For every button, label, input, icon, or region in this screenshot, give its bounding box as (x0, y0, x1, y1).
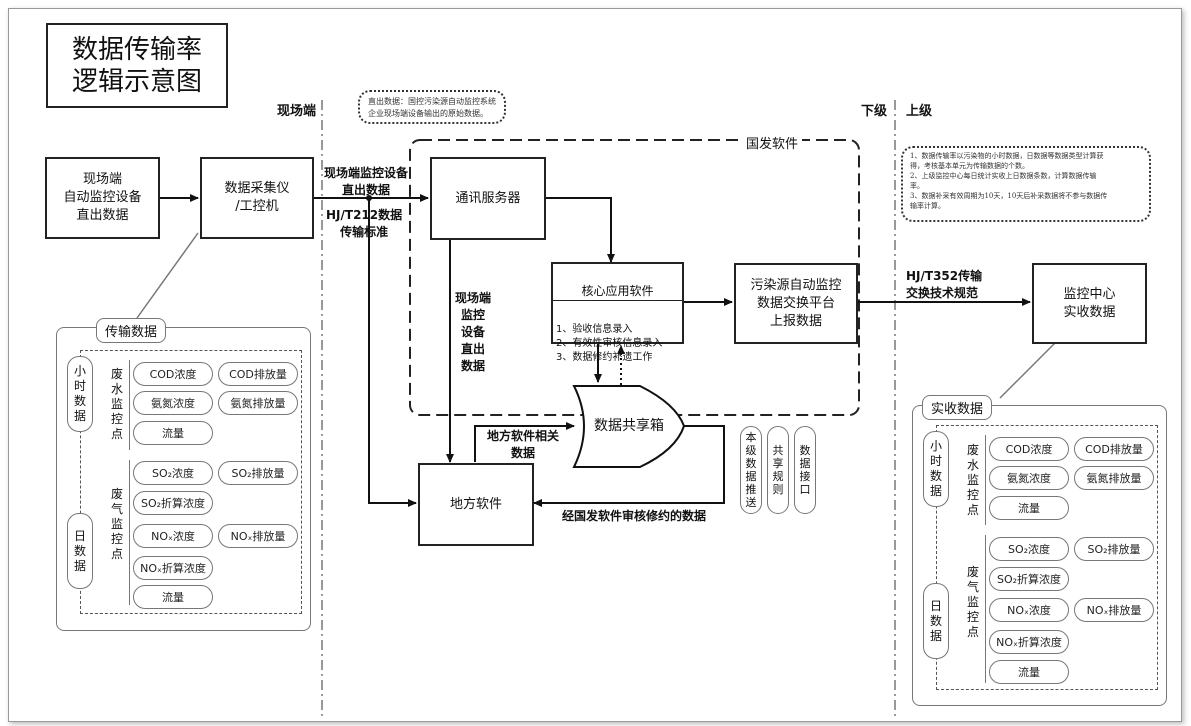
transfer-cod-conc: COD浓度 (133, 362, 213, 386)
share-tag-push: 本 级 数 据 推 送 (740, 426, 762, 514)
edge-center-received (999, 339, 1059, 399)
share-box-shape (572, 385, 686, 468)
zone-site-label: 现场端 (277, 104, 317, 119)
transfer-so2-calc-conc: SO₂折算浓度 (133, 491, 213, 515)
transfer-cod-emission: COD排放量 (218, 362, 298, 386)
transfer-gas-group: 废 气 监 控 点 (110, 487, 123, 561)
edge-junction-local (368, 198, 417, 507)
direct-data-note: 直出数据：国控污染源自动监控系统 企业现场端设备输出的原始数据。 (358, 90, 506, 124)
received-panel (912, 405, 1167, 706)
transfer-nox-conc: NOₓ浓度 (133, 524, 213, 548)
received-gas-group: 废 气 监 控 点 (966, 565, 979, 639)
transfer-so2-emission: SO₂排放量 (218, 461, 298, 485)
transfer-nox-emission: NOₓ排放量 (218, 524, 298, 548)
hj212-label: HJ/T212数据 传输标准 (326, 208, 403, 239)
received-so2-conc: SO₂浓度 (989, 537, 1069, 561)
received-gas-flow: 流量 (989, 660, 1069, 684)
transfer-water-flow: 流量 (133, 421, 213, 445)
transfer-so2-conc: SO₂浓度 (133, 461, 213, 485)
received-nh3-emission: 氨氮排放量 (1074, 466, 1154, 490)
site-device-box: 现场端 自动监控设备 直出数据 (45, 157, 160, 239)
reviewed-data-label: 经国发软件审核修约的数据 (562, 509, 707, 523)
transfer-gas-divider (129, 460, 130, 605)
transfer-water-divider (129, 360, 130, 450)
received-nox-conc: NOₓ浓度 (989, 598, 1069, 622)
edge-collector-transfer (136, 232, 199, 319)
collector-box: 数据采集仪 /工控机 (200, 157, 314, 239)
hj352-label: HJ/T352传输 交换技术规范 (906, 269, 983, 300)
received-water-flow: 流量 (989, 496, 1069, 520)
comm-server-box: 通讯服务器 (430, 157, 546, 240)
local-related-label: 地方软件相关 数据 (487, 429, 560, 460)
received-inner-panel (936, 425, 1158, 690)
core-app-box: 核心应用软件 1、验收信息录入 2、有效性审核信息录入 3、数据修约补遗工作 (551, 262, 684, 363)
transfer-water-group: 废 水 监 控 点 (110, 367, 123, 441)
local-software-box: 地方软件 (418, 463, 534, 546)
received-panel-title: 实收数据 (922, 395, 993, 420)
share-box-label: 数据共享箱 (594, 418, 664, 434)
transfer-panel (56, 327, 311, 631)
transfer-gas-flow: 流量 (133, 585, 213, 609)
site-direct-label: 现场端监控设备 直出数据 (324, 166, 409, 197)
core-app-title: 核心应用软件 (553, 282, 682, 301)
share-tag-interface: 数 据 接 口 (794, 426, 816, 514)
national-software-label: 国发软件 (742, 136, 803, 153)
edge-share-local (533, 425, 725, 507)
received-gas-divider (985, 535, 986, 683)
edge-server-core (546, 197, 615, 263)
zone-lower-label: 下级 (861, 104, 888, 119)
received-cod-emission: COD排放量 (1074, 437, 1154, 461)
transfer-nh3-emission: 氨氮排放量 (218, 391, 298, 415)
edge-local-share (474, 422, 575, 462)
core-app-items: 1、验收信息录入 2、有效性审核信息录入 3、数据修约补遗工作 (556, 324, 663, 363)
diagram-title: 数据传输率 逻辑示意图 (46, 23, 228, 108)
site-vertical-label: 现场端 监控 设备 直出 数据 (455, 291, 492, 373)
transfer-nox-calc-conc: NOₓ折算浓度 (133, 556, 213, 580)
received-daily-tag: 日 数 据 (923, 583, 949, 659)
transfer-hourly-tag: 小 时 数 据 (67, 356, 93, 432)
transfer-inner-panel (80, 350, 302, 614)
received-water-group: 废 水 监 控 点 (966, 443, 979, 517)
received-cod-conc: COD浓度 (989, 437, 1069, 461)
transfer-nh3-conc: 氨氮浓度 (133, 391, 213, 415)
exchange-platform-box: 污染源自动监控 数据交换平台 上报数据 (734, 263, 858, 344)
received-water-divider (985, 435, 986, 525)
transfer-panel-title: 传输数据 (96, 318, 167, 343)
received-nh3-conc: 氨氮浓度 (989, 466, 1069, 490)
received-nox-emission: NOₓ排放量 (1074, 598, 1154, 622)
zone-upper-label: 上级 (906, 104, 933, 119)
share-tag-rules: 共 享 规 则 (767, 426, 789, 514)
monitor-center-box: 监控中心 实收数据 (1032, 263, 1147, 344)
received-so2-calc-conc: SO₂折算浓度 (989, 567, 1069, 591)
rules-note: 1、数据传输率以污染物的小时数据，日数据等数据类型计算获 得，考核基本单元为传输… (901, 146, 1151, 222)
received-so2-emission: SO₂排放量 (1074, 537, 1154, 561)
transfer-daily-tag: 日 数 据 (67, 513, 93, 589)
received-hourly-tag: 小 时 数 据 (923, 431, 949, 507)
received-nox-calc-conc: NOₓ折算浓度 (989, 630, 1069, 654)
